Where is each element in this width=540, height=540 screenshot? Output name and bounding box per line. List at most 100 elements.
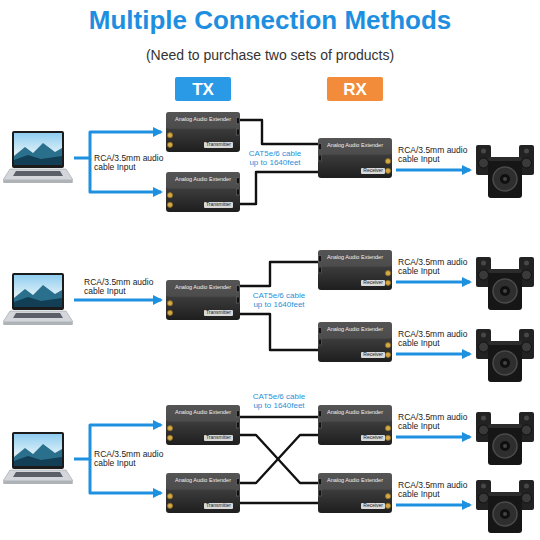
rj45-port [319, 479, 322, 485]
tag-badge: RX [327, 77, 383, 101]
cable-input-label: RCA/3.5mm audio cable Input [398, 330, 470, 349]
extender-device: Analog Audio ExtenderReceiver [318, 250, 392, 290]
device-case [166, 473, 240, 513]
rca-jack [385, 426, 390, 431]
badge-text: RX [343, 81, 367, 98]
device-model-text: Analog Audio Extender [173, 116, 233, 122]
cable-connector [240, 120, 318, 144]
rca-jack [385, 435, 390, 440]
device-model-text: Analog Audio Extender [325, 409, 385, 415]
device-model-text: Analog Audio Extender [325, 477, 385, 483]
speaker-illustration [476, 412, 534, 465]
device-top-face [166, 172, 240, 189]
device-type-plate: Transmitter [204, 435, 233, 442]
cable-input-label: RCA/3.5mm audio cable Input [398, 146, 470, 165]
rj45-port [319, 256, 322, 262]
rca-jack [167, 426, 172, 431]
cable-connector [240, 172, 318, 204]
cable-connector [240, 435, 318, 483]
tag-badge: TX [175, 77, 231, 101]
cable-connector [240, 314, 318, 350]
diagram-title: Multiple Connection Methods [0, 6, 540, 36]
extender-device: Analog Audio ExtenderReceiver [318, 138, 392, 178]
rj45-port [319, 328, 322, 334]
device-type-plate: Receiver [361, 503, 385, 510]
cable-connector [240, 416, 318, 418]
badge-text: TX [192, 81, 214, 98]
rj45-port [237, 422, 240, 428]
extender-device: Analog Audio ExtenderTransmitter [166, 112, 240, 152]
device-case [318, 250, 392, 290]
device-model-text: Analog Audio Extender [325, 254, 385, 260]
laptop-illustration [3, 273, 73, 325]
cable-label: CAT5e/6 cable up to 1640feet [248, 393, 310, 411]
rca-jack [167, 142, 172, 147]
device-type-plate: Receiver [361, 280, 385, 287]
cable-connector [240, 502, 318, 504]
device-type-plate: Transmitter [204, 142, 233, 149]
cable-label: CAT5e/6 cable up to 1640feet [248, 292, 310, 310]
device-case [166, 112, 240, 152]
device-top-face [318, 322, 392, 339]
rca-jack [167, 133, 172, 138]
device-top-face [166, 112, 240, 129]
device-case [318, 473, 392, 513]
rca-jack [167, 310, 172, 315]
device-case [318, 322, 392, 362]
audio-arrow [396, 504, 470, 507]
rj45-port [319, 144, 322, 150]
rj45-port [237, 129, 240, 135]
device-case [166, 280, 240, 320]
cable-connector [240, 262, 318, 286]
device-type-plate: Transmitter [204, 310, 233, 317]
rj45-port [319, 155, 322, 161]
rca-jack [167, 301, 172, 306]
rca-jack [167, 494, 172, 499]
extender-device: Analog Audio ExtenderTransmitter [166, 473, 240, 513]
cable-input-label: RCA/3.5mm audio cable Input [94, 154, 166, 173]
device-top-face [318, 405, 392, 422]
laptop-illustration [3, 432, 73, 484]
cable-connector [240, 435, 318, 483]
rca-jack [385, 168, 390, 173]
rca-jack [167, 193, 172, 198]
extender-device: Analog Audio ExtenderReceiver [318, 473, 392, 513]
audio-arrow [396, 353, 470, 356]
rj45-port [237, 479, 240, 485]
extender-device: Analog Audio ExtenderTransmitter [166, 405, 240, 445]
device-type-plate: Transmitter [204, 202, 233, 209]
device-top-face [318, 250, 392, 267]
device-type-plate: Receiver [361, 435, 385, 442]
rca-jack [385, 280, 390, 285]
rca-jack [167, 435, 172, 440]
cable-input-label: RCA/3.5mm audio cable Input [398, 481, 470, 500]
rj45-port [237, 118, 240, 124]
subtitle-note: (Need to purchase two sets of products) [0, 47, 540, 64]
extender-device: Analog Audio ExtenderTransmitter [166, 172, 240, 212]
rj45-port [319, 411, 322, 417]
device-top-face [318, 473, 392, 490]
rj45-port [319, 490, 322, 496]
cable-input-label: RCA/3.5mm audio cable Input [84, 278, 160, 297]
device-case [318, 405, 392, 445]
device-case [166, 172, 240, 212]
rca-jack [385, 343, 390, 348]
extender-device: Analog Audio ExtenderReceiver [318, 405, 392, 445]
device-type-plate: Receiver [361, 168, 385, 175]
rca-jack [385, 271, 390, 276]
device-model-text: Analog Audio Extender [325, 326, 385, 332]
cable-input-label: RCA/3.5mm audio cable Input [398, 258, 470, 277]
extender-device: Analog Audio ExtenderTransmitter [166, 280, 240, 320]
device-case [318, 138, 392, 178]
rca-jack [385, 352, 390, 357]
cable-input-label: RCA/3.5mm audio cable Input [398, 413, 470, 432]
device-type-plate: Transmitter [204, 503, 233, 510]
speaker-illustration [476, 329, 534, 382]
device-model-text: Analog Audio Extender [173, 284, 233, 290]
device-case [166, 405, 240, 445]
speaker-illustration [476, 480, 534, 533]
rj45-port [319, 422, 322, 428]
rj45-port [319, 339, 322, 345]
